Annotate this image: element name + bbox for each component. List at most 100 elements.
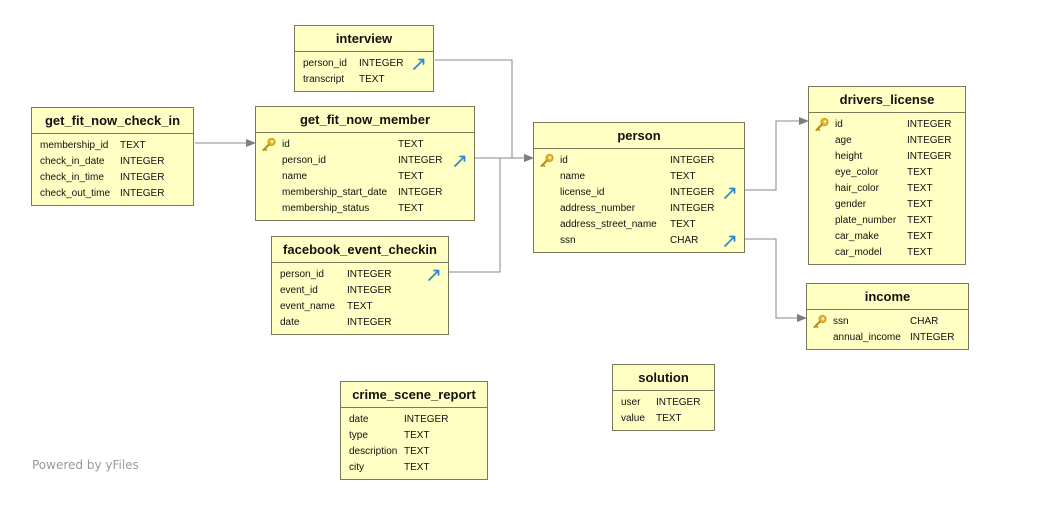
column-type: INTEGER — [359, 58, 404, 69]
column-name: check_out_time — [40, 188, 111, 199]
column-name: age — [835, 135, 852, 146]
primary-key-icon — [812, 314, 828, 330]
column-row[interactable]: check_in_time INTEGER — [32, 170, 193, 186]
column-name: membership_start_date — [282, 187, 388, 198]
column-name: event_id — [280, 285, 318, 296]
column-name: date — [349, 414, 369, 425]
column-type: INTEGER — [670, 203, 715, 214]
column-row[interactable]: gender TEXT — [809, 197, 965, 213]
foreign-key-link-icon[interactable] — [722, 233, 738, 249]
column-name: person_id — [282, 155, 326, 166]
column-name: date — [280, 317, 300, 328]
column-type: INTEGER — [120, 172, 165, 183]
column-type: TEXT — [656, 413, 682, 424]
table-title: get_fit_now_member — [256, 107, 474, 133]
column-name: gender — [835, 199, 867, 210]
primary-key-icon — [539, 153, 555, 169]
column-name: name — [282, 171, 308, 182]
column-name: event_name — [280, 301, 336, 312]
table-title: solution — [613, 365, 714, 391]
column-name: plate_number — [835, 215, 897, 226]
column-row[interactable]: city TEXT — [341, 460, 487, 476]
foreign-key-link-icon[interactable] — [722, 185, 738, 201]
column-type: TEXT — [404, 462, 430, 473]
column-name: name — [560, 171, 586, 182]
column-row[interactable]: eye_color TEXT — [809, 165, 965, 181]
column-name: value — [621, 413, 645, 424]
column-name: address_number — [560, 203, 636, 214]
column-name: transcript — [303, 74, 345, 85]
powered-by-label: Powered by yFiles — [32, 458, 139, 472]
column-type: INTEGER — [347, 269, 392, 280]
foreign-key-link-icon[interactable] — [452, 153, 468, 169]
column-type: TEXT — [347, 301, 373, 312]
column-type: TEXT — [907, 167, 933, 178]
column-name: city — [349, 462, 364, 473]
column-name: ssn — [833, 316, 849, 327]
column-name: user — [621, 397, 641, 408]
edge-facebook-to-person — [449, 158, 501, 273]
foreign-key-link-icon[interactable] — [411, 56, 427, 72]
column-type: TEXT — [120, 140, 146, 151]
column-row[interactable]: event_name TEXT — [272, 299, 448, 315]
column-type: TEXT — [907, 247, 933, 258]
column-row[interactable]: address_number INTEGER — [534, 201, 744, 217]
foreign-key-link-icon[interactable] — [426, 267, 442, 283]
edge-person-to-license — [745, 117, 809, 191]
column-type: TEXT — [907, 199, 933, 210]
table-title: person — [534, 123, 744, 149]
column-name: check_in_time — [40, 172, 104, 183]
column-type: TEXT — [398, 139, 424, 150]
primary-key-icon — [261, 137, 277, 153]
column-row[interactable]: value TEXT — [613, 411, 714, 427]
column-name: check_in_date — [40, 156, 105, 167]
column-name: eye_color — [835, 167, 879, 178]
primary-key-icon — [814, 117, 830, 133]
